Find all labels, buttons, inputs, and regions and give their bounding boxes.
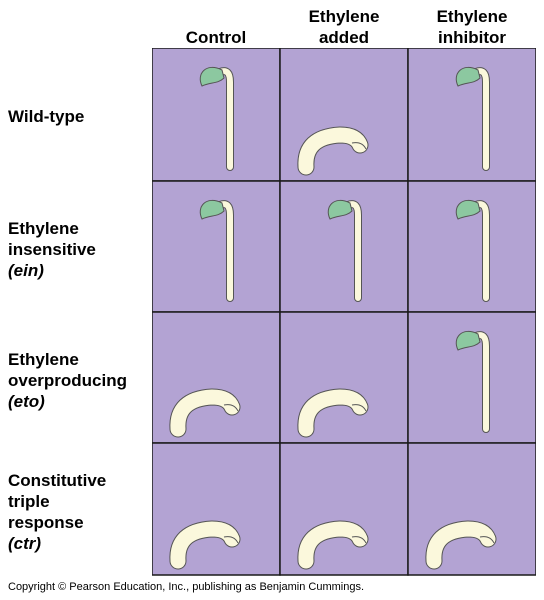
- grid-cell: [279, 180, 409, 313]
- seedling-stem: [170, 521, 240, 569]
- seedling-cotyledon: [199, 66, 225, 87]
- seedling-hook: [351, 536, 367, 544]
- short-seedling: [297, 520, 369, 570]
- seedling-cotyledon: [199, 199, 225, 220]
- grid-cell: [279, 311, 409, 444]
- column-header-line: Control: [185, 28, 247, 47]
- column-header-line: inhibitor: [438, 28, 506, 47]
- row-header-mutant-code: (eto): [8, 392, 45, 411]
- seedling-cotyledon: [455, 66, 481, 87]
- grid-cell: [152, 442, 281, 576]
- seedling-hook: [223, 404, 239, 412]
- cell-background: [279, 311, 409, 444]
- seedling-cotyledon: [455, 330, 481, 351]
- short-seedling: [297, 388, 369, 438]
- short-seedling: [425, 520, 497, 570]
- short-seedling: [169, 388, 241, 438]
- column-header-line: Ethylene: [436, 7, 508, 26]
- row-header-ethylene-insensitive: Ethylene insensitive (ein): [8, 218, 96, 281]
- column-header-line: Ethylene: [308, 7, 380, 26]
- grid-cell: [407, 442, 536, 576]
- row-header-line: overproducing: [8, 371, 128, 390]
- seedling-stem: [298, 127, 368, 175]
- row-header-constitutive-triple-response: Constitutive triple response (ctr): [8, 470, 106, 554]
- row-header-ethylene-overproducing: Ethylene overproducing (eto): [8, 349, 127, 412]
- column-header-line: added: [318, 28, 370, 47]
- short-seedling: [297, 126, 369, 176]
- grid-cell: [407, 311, 536, 444]
- row-header-line: response: [8, 513, 84, 532]
- row-header-line: insensitive: [8, 240, 96, 259]
- grid-cell: [152, 180, 281, 313]
- short-seedling: [169, 520, 241, 570]
- row-header-mutant-code: (ein): [8, 261, 44, 280]
- grid-cell: [279, 48, 409, 182]
- seedling-hook: [223, 536, 239, 544]
- row-header-line: triple: [8, 492, 50, 511]
- copyright-notice: Copyright © Pearson Education, Inc., pub…: [8, 581, 365, 593]
- tall-seedling: [327, 199, 362, 302]
- seedling-stem: [170, 389, 240, 437]
- seedling-hook: [351, 404, 367, 412]
- seedling-cotyledon: [327, 199, 353, 220]
- row-header-wild-type: Wild-type: [8, 106, 84, 127]
- column-header-ethylene-inhibitor: Ethylene inhibitor: [408, 6, 536, 48]
- seedling-stem: [298, 521, 368, 569]
- seedling-stem: [298, 389, 368, 437]
- tall-seedling: [455, 330, 490, 433]
- row-header-line: Wild-type: [8, 107, 85, 126]
- tall-seedling: [199, 66, 234, 171]
- tall-seedling: [199, 199, 234, 302]
- row-header-line: Ethylene: [8, 350, 79, 369]
- seedling-hook: [351, 142, 367, 150]
- seedling-grid: [152, 48, 536, 576]
- column-header-control: Control: [152, 27, 280, 48]
- seedling-stem: [426, 521, 496, 569]
- grid-cell: [152, 311, 281, 444]
- grid-cell: [279, 442, 409, 576]
- row-header-mutant-code: (ctr): [8, 534, 42, 553]
- column-header-ethylene-added: Ethylene added: [280, 6, 408, 48]
- seedling-cotyledon: [455, 199, 481, 220]
- row-header-line: Ethylene: [8, 219, 79, 238]
- row-header-line: Constitutive: [8, 471, 107, 490]
- tall-seedling: [455, 199, 490, 302]
- seedling-hook: [479, 536, 495, 544]
- grid-cell: [407, 180, 536, 313]
- grid-cell: [407, 48, 536, 182]
- tall-seedling: [455, 66, 490, 171]
- grid-cell: [152, 48, 281, 182]
